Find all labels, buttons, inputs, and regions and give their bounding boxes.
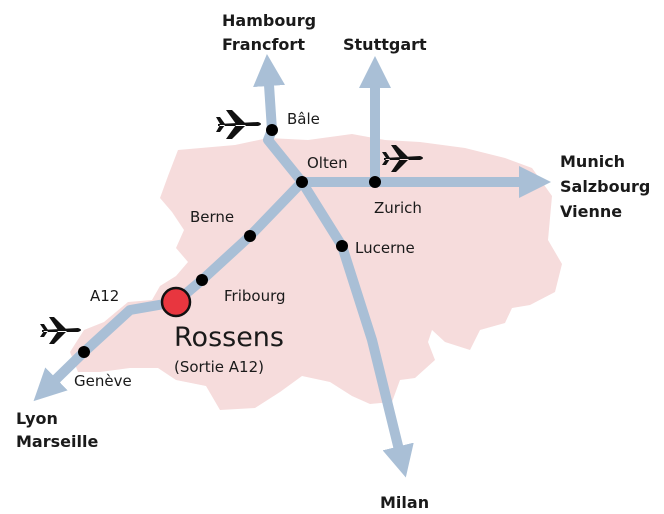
airplane-icon (382, 145, 423, 172)
dot-geneve (78, 346, 90, 358)
airplane-icon (40, 317, 81, 344)
dot-lucerne (336, 240, 348, 252)
road-olten-milan (297, 177, 414, 478)
dot-berne (244, 230, 256, 242)
dot-olten (296, 176, 308, 188)
rossens-label: Rossens (174, 322, 284, 353)
city-bale: Bâle (287, 110, 320, 128)
dest-milan: Milan (380, 493, 429, 512)
dot-zurich (369, 176, 381, 188)
dest-lyon: Lyon (16, 409, 58, 428)
city-berne: Berne (190, 208, 234, 226)
dest-francfort: Francfort (222, 35, 305, 54)
dest-stuttgart: Stuttgart (343, 35, 427, 54)
switzerland-region (70, 134, 562, 410)
dest-marseille: Marseille (16, 432, 98, 451)
dot-bale (266, 124, 278, 136)
dest-hambourg: Hambourg (222, 11, 316, 30)
rossens-marker (160, 286, 192, 318)
airplane-icon (216, 110, 261, 139)
dest-vienne: Vienne (560, 202, 622, 221)
rossens-note: (Sortie A12) (174, 358, 264, 376)
city-olten: Olten (307, 154, 348, 172)
city-dots (78, 124, 381, 358)
city-zurich: Zurich (374, 199, 422, 217)
city-geneve: Genève (74, 372, 132, 390)
dest-salzbourg: Salzbourg (560, 177, 650, 196)
dot-fribourg (196, 274, 208, 286)
road-label-a12: A12 (90, 287, 119, 305)
city-lucerne: Lucerne (355, 239, 415, 257)
dest-munich: Munich (560, 152, 625, 171)
road-bale-north (253, 54, 286, 135)
city-fribourg: Fribourg (224, 287, 286, 305)
